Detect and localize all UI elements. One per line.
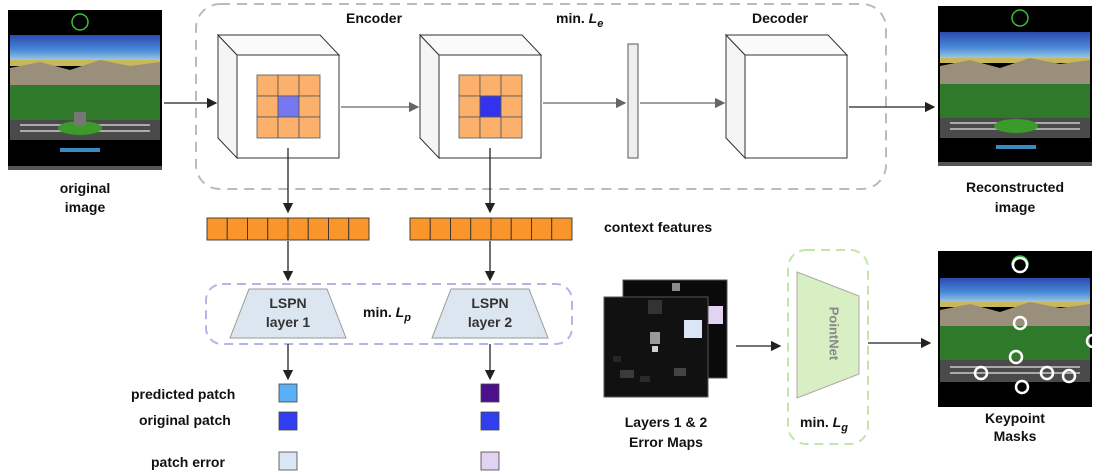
feature-cell xyxy=(551,217,573,241)
original-image-label-line-1: original xyxy=(59,180,111,196)
reconstructed-image xyxy=(938,6,1092,166)
reconstructed-label-line-2: image xyxy=(994,199,1036,215)
feature-cell xyxy=(307,217,329,241)
pointnet-loss-prefix: min. xyxy=(800,414,829,430)
original-image xyxy=(8,10,162,170)
lspn-2-label-line-1: LSPN xyxy=(471,295,509,311)
context-patch xyxy=(298,116,321,139)
original-image-label-line-2: image xyxy=(64,199,106,215)
lspn-1-label-line-1: LSPN xyxy=(269,295,307,311)
encoder-decoder-container xyxy=(195,3,887,190)
feature-cell xyxy=(409,217,431,241)
feature-cell xyxy=(470,217,492,241)
reconstructed-label-line-1: Reconstructed xyxy=(965,179,1065,195)
context-patch xyxy=(500,95,523,118)
feature-cell xyxy=(429,217,451,241)
context-patch xyxy=(277,116,300,139)
context-patch xyxy=(500,74,523,97)
center-patch xyxy=(479,95,502,118)
lspn-1-label-line-2: layer 1 xyxy=(265,314,311,330)
context-features-label: context features xyxy=(604,219,713,235)
lspn-container xyxy=(205,283,573,345)
encoder-2-patch-grid xyxy=(458,74,523,139)
feature-cell xyxy=(490,217,512,241)
lspn-layer-1-block xyxy=(229,288,347,339)
feature-cell xyxy=(510,217,532,241)
bottleneck-latent xyxy=(627,43,639,159)
encoder-loss-label: min. Le xyxy=(556,10,603,30)
feature-cell xyxy=(450,217,472,241)
original-patch-2 xyxy=(480,411,500,431)
lspn-layer-2-block xyxy=(431,288,549,339)
predicted-patch-label: predicted patch xyxy=(131,386,236,402)
keypoint-label-line-2: Masks xyxy=(993,428,1037,444)
decoder-block xyxy=(724,33,849,160)
context-patch xyxy=(256,74,279,97)
keypoint-label-line-1: Keypoint xyxy=(985,410,1045,426)
context-features-1 xyxy=(206,217,370,241)
encoder-loss-symbol: L xyxy=(588,10,598,26)
pointnet-loss-subscript: g xyxy=(841,421,848,434)
pointnet-container xyxy=(787,249,869,445)
feature-cell xyxy=(206,217,228,241)
context-patch xyxy=(298,74,321,97)
original-patch-label: original patch xyxy=(139,412,231,428)
context-patch xyxy=(458,74,481,97)
patch-error-2 xyxy=(480,451,500,471)
feature-cell xyxy=(226,217,248,241)
original-patch-1 xyxy=(278,411,298,431)
feature-cell xyxy=(531,217,553,241)
decoder-label: Decoder xyxy=(752,10,809,26)
pointnet-label: PointNet xyxy=(826,306,842,361)
lspn-loss-prefix: min. xyxy=(363,304,392,320)
feature-cell xyxy=(247,217,269,241)
pointnet-loss-label: min. Lg xyxy=(800,414,848,434)
context-patch xyxy=(256,116,279,139)
predicted-patch-1 xyxy=(278,383,298,403)
context-patch xyxy=(500,116,523,139)
feature-cell xyxy=(267,217,289,241)
feature-cell xyxy=(348,217,370,241)
context-patch xyxy=(298,95,321,118)
pointnet-block xyxy=(796,271,860,399)
context-patch xyxy=(458,116,481,139)
encoder-loss-prefix: min. xyxy=(556,10,585,26)
patch-error-1 xyxy=(278,451,298,471)
context-patch xyxy=(256,95,279,118)
feature-cell xyxy=(287,217,309,241)
error-maps-label-line-2: Error Maps xyxy=(629,434,703,450)
context-features-2 xyxy=(409,217,573,241)
encoder-1-patch-grid xyxy=(256,74,321,139)
error-maps-label-line-1: Layers 1 & 2 xyxy=(624,414,708,430)
patch-error-label: patch error xyxy=(151,454,225,470)
error-map-layer-1 xyxy=(603,296,709,398)
keypoint-masks-image xyxy=(938,251,1101,407)
context-patch xyxy=(458,95,481,118)
encoder-label: Encoder xyxy=(346,10,403,26)
center-patch xyxy=(277,95,300,118)
lspn-loss-subscript: p xyxy=(404,311,411,324)
lspn-2-label-line-2: layer 2 xyxy=(467,314,513,330)
feature-cell xyxy=(328,217,350,241)
context-patch xyxy=(277,74,300,97)
lspn-loss-symbol: L xyxy=(395,304,405,320)
lspn-loss-label: min. Lp xyxy=(363,304,411,324)
context-patch xyxy=(479,116,502,139)
context-patch xyxy=(479,74,502,97)
pointnet-loss-symbol: L xyxy=(832,414,842,430)
encoder-loss-subscript: e xyxy=(597,17,604,30)
predicted-patch-2 xyxy=(480,383,500,403)
